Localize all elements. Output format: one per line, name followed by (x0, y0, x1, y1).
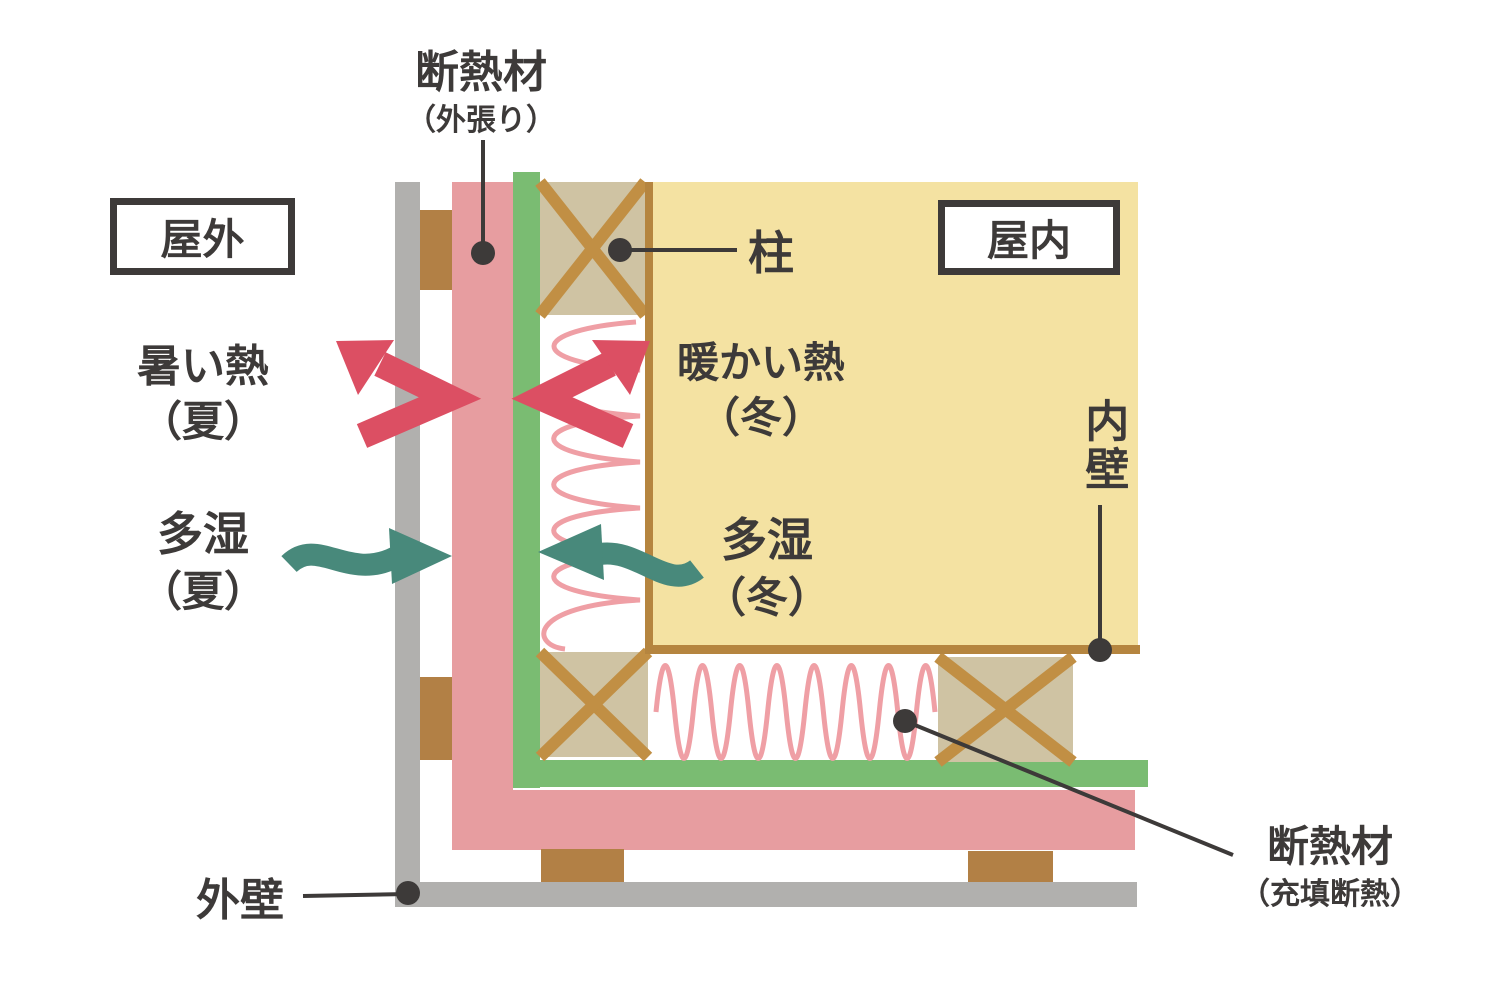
inner-wall-vertical (645, 182, 653, 653)
humid-summer-arrow (281, 528, 452, 584)
warm-heat-line1: 暖かい熱 (676, 338, 846, 387)
cross-brace-icon (535, 178, 650, 319)
indoor-tag-label: 屋内 (986, 216, 1071, 265)
hot-heat-line2: （夏） (139, 397, 266, 447)
humid-winter-label: 多湿 （冬） (704, 511, 830, 625)
hot-heat-line1: 暑い熱 (137, 341, 269, 392)
hot-heat-arrow-shaft (356, 352, 482, 448)
hot-heat-arrowhead-icon (336, 340, 394, 395)
furring-batten-top-left (420, 210, 452, 290)
humid-winter-arrow (538, 524, 704, 587)
floor-fill-coil (653, 663, 938, 761)
warm-heat-arrow (511, 340, 650, 448)
furring-batten-bottom-left (420, 677, 452, 760)
humid-summer-line2: （夏） (139, 566, 267, 616)
warm-heat-label: 暖かい熱 （冬） (677, 336, 845, 445)
outer-wall-horizontal (395, 882, 1137, 907)
humid-winter-arrow-shaft (598, 542, 704, 587)
outer-wall-label: 外壁 (196, 875, 284, 926)
outer-wall-leader-line (302, 892, 409, 898)
pillar-leader-dot (608, 238, 632, 262)
ext-insulation-title: 断熱材 (415, 47, 547, 98)
humid-summer-arrowhead-icon (389, 528, 452, 584)
furring-batten-bottom-2 (968, 851, 1053, 882)
fill-insulation-title: 断熱材 (1266, 822, 1393, 871)
fill-insulation-label: 断熱材 （充填断熱） (1240, 820, 1420, 914)
furring-batten-bottom-1 (541, 849, 624, 882)
ext-insulation-subtitle: （外張り） (406, 103, 556, 139)
humid-summer-line1: 多湿 (156, 507, 249, 561)
sheathing-vertical (513, 172, 540, 788)
cross-brace-icon (535, 647, 653, 762)
warm-heat-arrowhead-icon (592, 340, 650, 395)
outdoor-tag-label: 屋外 (160, 215, 245, 264)
ext-insulation-vertical (452, 182, 513, 850)
inner-wall-leader-dot (1088, 638, 1112, 662)
fill-insulation-subtitle: （充填断熱） (1240, 876, 1420, 912)
fill-insulation-leader-line (904, 719, 1234, 857)
pillar-label: 柱 (748, 226, 794, 280)
sheathing-horizontal (513, 760, 1148, 787)
ext-insulation-label: 断熱材 （外張り） (406, 44, 556, 140)
humid-summer-arrow-shaft (281, 543, 402, 576)
warm-heat-line2: （冬） (697, 392, 825, 442)
humid-winter-line1: 多湿 (720, 513, 813, 567)
indoor-tag: 屋内 (938, 200, 1120, 275)
ext-insulation-horizontal (452, 790, 1135, 850)
outer-wall-leader-dot (396, 881, 420, 905)
hot-heat-arrow (336, 340, 482, 448)
leader-lines (302, 140, 1234, 905)
warm-heat-arrow-shaft (511, 352, 634, 448)
inner-wall-label: 内壁 (1077, 398, 1129, 494)
inner-wall-horizontal (645, 645, 1140, 654)
humid-winter-arrowhead-icon (538, 524, 604, 580)
outdoor-tag: 屋外 (110, 198, 295, 275)
fill-insulation-leader-dot (893, 709, 917, 733)
humid-summer-label: 多湿 （夏） (140, 505, 266, 619)
humid-winter-line2: （冬） (703, 572, 831, 622)
hot-heat-label: 暑い熱 （夏） (137, 338, 269, 450)
ext-insulation-leader-dot (471, 241, 495, 265)
